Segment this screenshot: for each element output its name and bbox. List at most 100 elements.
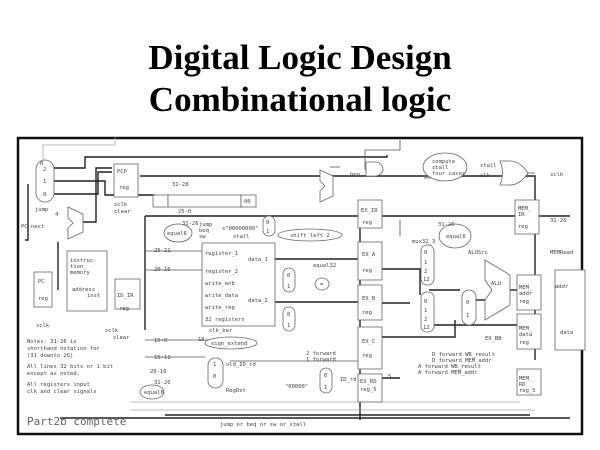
regdst-mux — [207, 357, 224, 389]
diagram-label: sclk — [114, 202, 128, 208]
wires — [25, 137, 570, 420]
id-ir-reg — [114, 278, 141, 310]
diagram-label: 0 — [266, 220, 269, 226]
diagram-label: stall — [432, 165, 449, 171]
id-rd-mux — [319, 367, 333, 394]
diagram-label: 00 — [244, 199, 251, 205]
diagram-label: 0 — [213, 374, 216, 380]
diagram-label: 20-16 — [154, 267, 171, 273]
diagram-label: equal6 — [446, 234, 466, 240]
diagram-label: MEM_ — [518, 206, 532, 212]
diagram-label: jump — [199, 222, 212, 228]
diagram-label: 2 forward — [306, 351, 336, 357]
diagram-label: reg — [38, 296, 48, 302]
diagram-label: EX_B — [362, 296, 376, 302]
labels: 0 2 1 0 jump PC_next 4 PCP reg sclk clea… — [21, 159, 573, 428]
component — [357, 241, 383, 281]
title-line-2: Combinational logic — [148, 80, 452, 119]
diagram-label: old_ID_rd — [226, 362, 256, 368]
diagram-frame — [16, 136, 584, 436]
component — [357, 284, 383, 321]
diagram-label: 1 — [266, 229, 269, 235]
diagram-label: stall — [480, 163, 497, 169]
diagram-label: jump or beq or sw or stall — [220, 422, 306, 428]
diagram-label: 2 — [43, 167, 46, 173]
diagram-label: sclk — [105, 328, 119, 334]
diagram-label: reg — [519, 340, 529, 346]
diagram-label: = — [320, 282, 324, 288]
diagram-label: 1 forward — [306, 357, 336, 363]
instruction-memory — [66, 250, 108, 312]
diagram-label: 0 — [324, 373, 327, 379]
diagram-label: reg_5 — [519, 388, 536, 394]
diagram-label: All registers input — [27, 382, 90, 388]
component — [357, 326, 383, 370]
sign-extend — [204, 336, 258, 350]
diagram-label: (31 downto 26) — [27, 353, 73, 359]
diagram-label: MEM_ — [519, 285, 533, 291]
diagram-label: EX_BB — [485, 336, 502, 342]
diagram-label: 15-11 — [154, 355, 171, 361]
diagram-label: write_data — [205, 293, 238, 299]
component — [357, 199, 383, 229]
component — [357, 373, 383, 403]
component — [282, 306, 296, 332]
diagram-label: beq — [199, 228, 209, 234]
diagram-label: 32 registers — [205, 317, 245, 323]
diagram-label: 1 — [424, 260, 427, 266]
branch-adder — [319, 169, 334, 203]
register-file — [201, 242, 276, 327]
mux32-3-b — [420, 291, 435, 333]
wire — [54, 155, 388, 169]
diagram-label: write_reg — [205, 305, 235, 311]
diagram-label: RegDst — [226, 388, 246, 394]
diagram-label: four cases — [432, 171, 465, 177]
diagram-label: sclk — [36, 323, 50, 329]
diagram-label: 31-26 — [438, 222, 455, 228]
diagram-label: MEMRead — [550, 250, 573, 256]
diagram-label: A forward MEM_addr — [418, 370, 478, 376]
diagram-label: 5 — [388, 374, 391, 380]
diagram-label: Notes: 31-26 is — [27, 339, 77, 345]
diagram-label: shift left 2 — [290, 233, 330, 239]
alusrc-mux — [461, 289, 477, 326]
component — [554, 269, 586, 351]
diagram-label: 31-28 — [172, 182, 189, 188]
diagram-label: sw — [199, 234, 206, 240]
diagram-label: reg — [362, 310, 372, 316]
diagram-label: All lines 32 bits or 1 bit — [27, 364, 113, 370]
diagram-label: address — [72, 287, 95, 293]
notes: Notes: 31-26 is shorthand notation for (… — [27, 339, 113, 395]
diagram-label: 12 — [423, 325, 430, 331]
diagram-label: D forward WB_result — [432, 352, 495, 358]
diagram-label: 20-16 — [150, 369, 167, 375]
wire — [54, 171, 112, 195]
diagram-label: inst — [87, 293, 100, 299]
component — [514, 199, 540, 235]
component — [516, 274, 542, 311]
diagram-label: PCP — [117, 169, 128, 175]
diagram-label: 2 — [424, 317, 427, 323]
diagram-label: 0 — [466, 300, 469, 306]
diagram-label: 0 — [40, 161, 43, 167]
diagram-label: ALU — [491, 281, 501, 287]
diagram-label: D forward MEM_addr — [432, 358, 492, 364]
diagram-label: MEM_ — [519, 326, 533, 332]
diagram-label: ID_IR — [117, 293, 134, 299]
diagram-label: reg — [119, 185, 129, 191]
diagram-label: data — [560, 330, 573, 336]
pc-mux — [35, 159, 55, 203]
shift-left-2 — [277, 228, 343, 242]
diagram-label: sign_extend — [211, 341, 247, 347]
compute-stall — [422, 152, 468, 182]
component — [152, 194, 169, 208]
diagram-label: 1 — [424, 308, 427, 314]
diagram-label: addr — [519, 291, 533, 297]
diagram-label: 31-26 — [182, 221, 199, 227]
component — [438, 223, 472, 249]
diagram-label: jump — [35, 207, 48, 213]
diagram-label: addr — [555, 284, 569, 290]
diagram-label: clear — [114, 209, 131, 215]
diagram-label: clk — [480, 173, 491, 179]
